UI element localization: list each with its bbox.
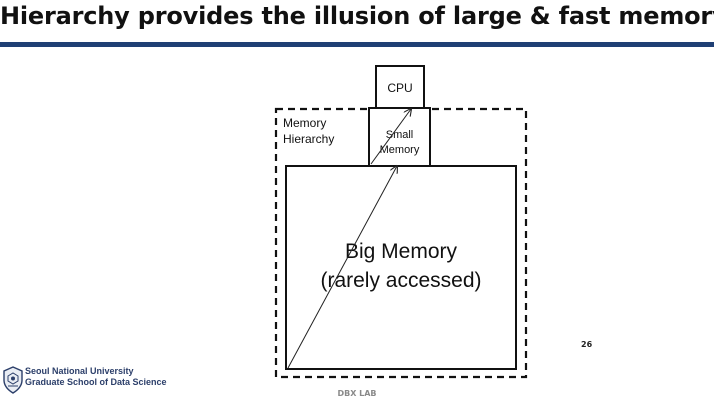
- university-logo: Seoul National University Graduate Schoo…: [2, 366, 177, 398]
- university-emblem-icon: [3, 366, 23, 394]
- title-underline: [0, 42, 714, 47]
- big-memory-label-line2: (rarely accessed): [320, 269, 481, 292]
- small-memory-box: [368, 107, 431, 167]
- small-memory-label-line2: Memory: [380, 144, 420, 156]
- logo-line-2: Graduate School of Data Science: [25, 377, 167, 387]
- cpu-box: [375, 65, 425, 109]
- logo-line-1: Seoul National University: [25, 366, 134, 376]
- logo-text: Seoul National University Graduate Schoo…: [25, 366, 167, 388]
- memory-hierarchy-label-line1: Memory: [283, 116, 326, 130]
- slide-title: Hierarchy provides the illusion of large…: [0, 2, 714, 30]
- page-number: 26: [581, 340, 593, 349]
- memory-hierarchy-label-line2: Hierarchy: [283, 132, 334, 146]
- big-memory-box: [285, 165, 517, 370]
- big-memory-label-line1: Big Memory: [345, 240, 458, 263]
- access-arrow-small-to-cpu: [370, 109, 411, 165]
- cpu-label: CPU: [387, 81, 412, 95]
- access-arrow-big-to-small: [287, 166, 397, 369]
- small-memory-label-line1: Small: [386, 129, 414, 141]
- footer-lab-label: DBX LAB: [337, 389, 377, 398]
